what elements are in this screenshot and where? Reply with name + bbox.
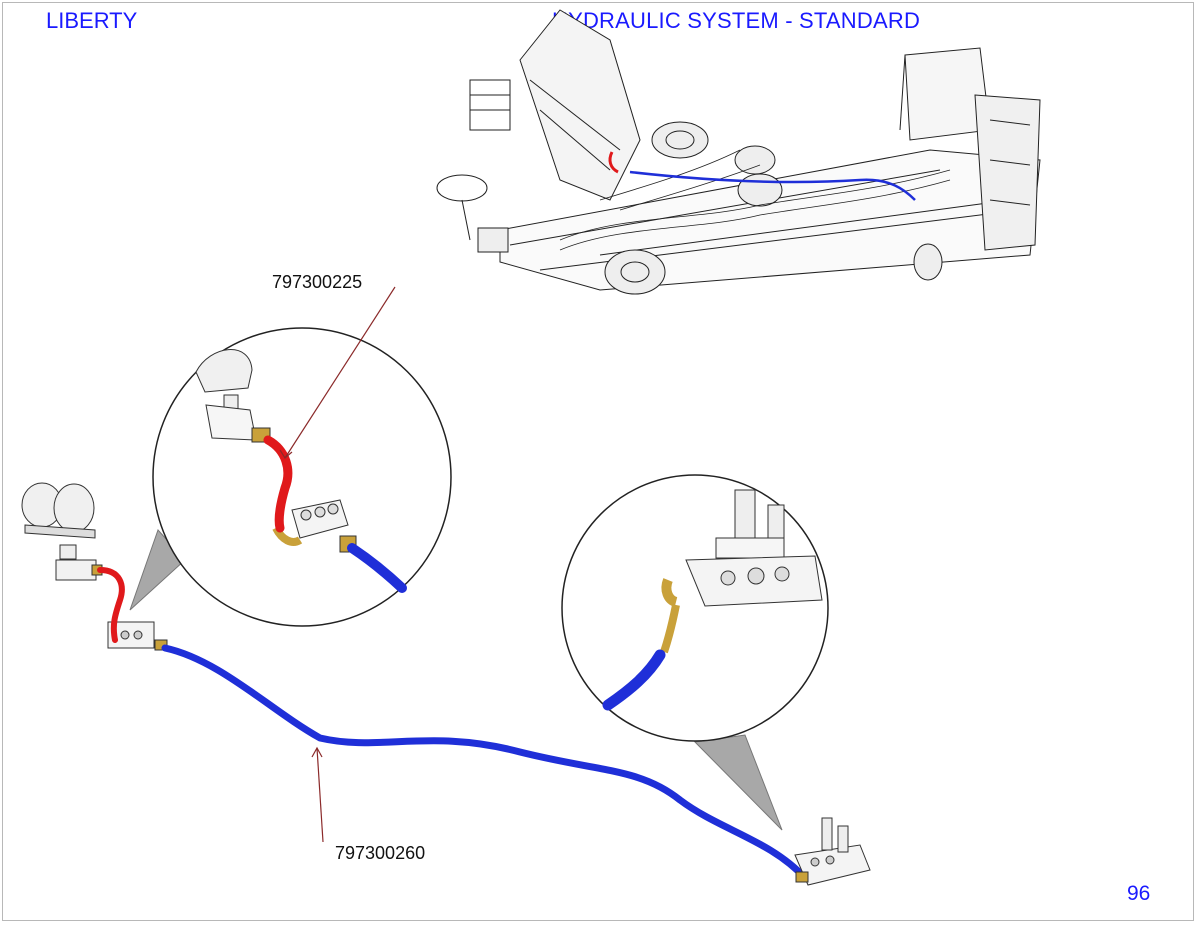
page-title: HYDRAULIC SYSTEM - STANDARD xyxy=(552,8,921,33)
leader-line-797300225 xyxy=(284,286,396,459)
blue-hose xyxy=(161,644,809,882)
part-number-label: 797300225 xyxy=(272,272,363,292)
detail-view-right xyxy=(561,474,829,742)
chassis-overview xyxy=(436,9,1041,295)
arrow-797300260 xyxy=(311,746,323,758)
valve-manifold xyxy=(794,817,871,886)
arrow-797300225 xyxy=(279,449,293,459)
leader-line-797300260 xyxy=(316,747,324,843)
detail-right-contents xyxy=(660,489,823,654)
part-number-label: 797300260 xyxy=(335,843,426,863)
detail-right-blue-hose xyxy=(602,649,666,711)
page-number: 96 xyxy=(1127,882,1151,905)
detail-left-blue-hose xyxy=(347,543,407,593)
brand-name: LIBERTY xyxy=(46,8,138,33)
red-hose xyxy=(97,567,125,643)
